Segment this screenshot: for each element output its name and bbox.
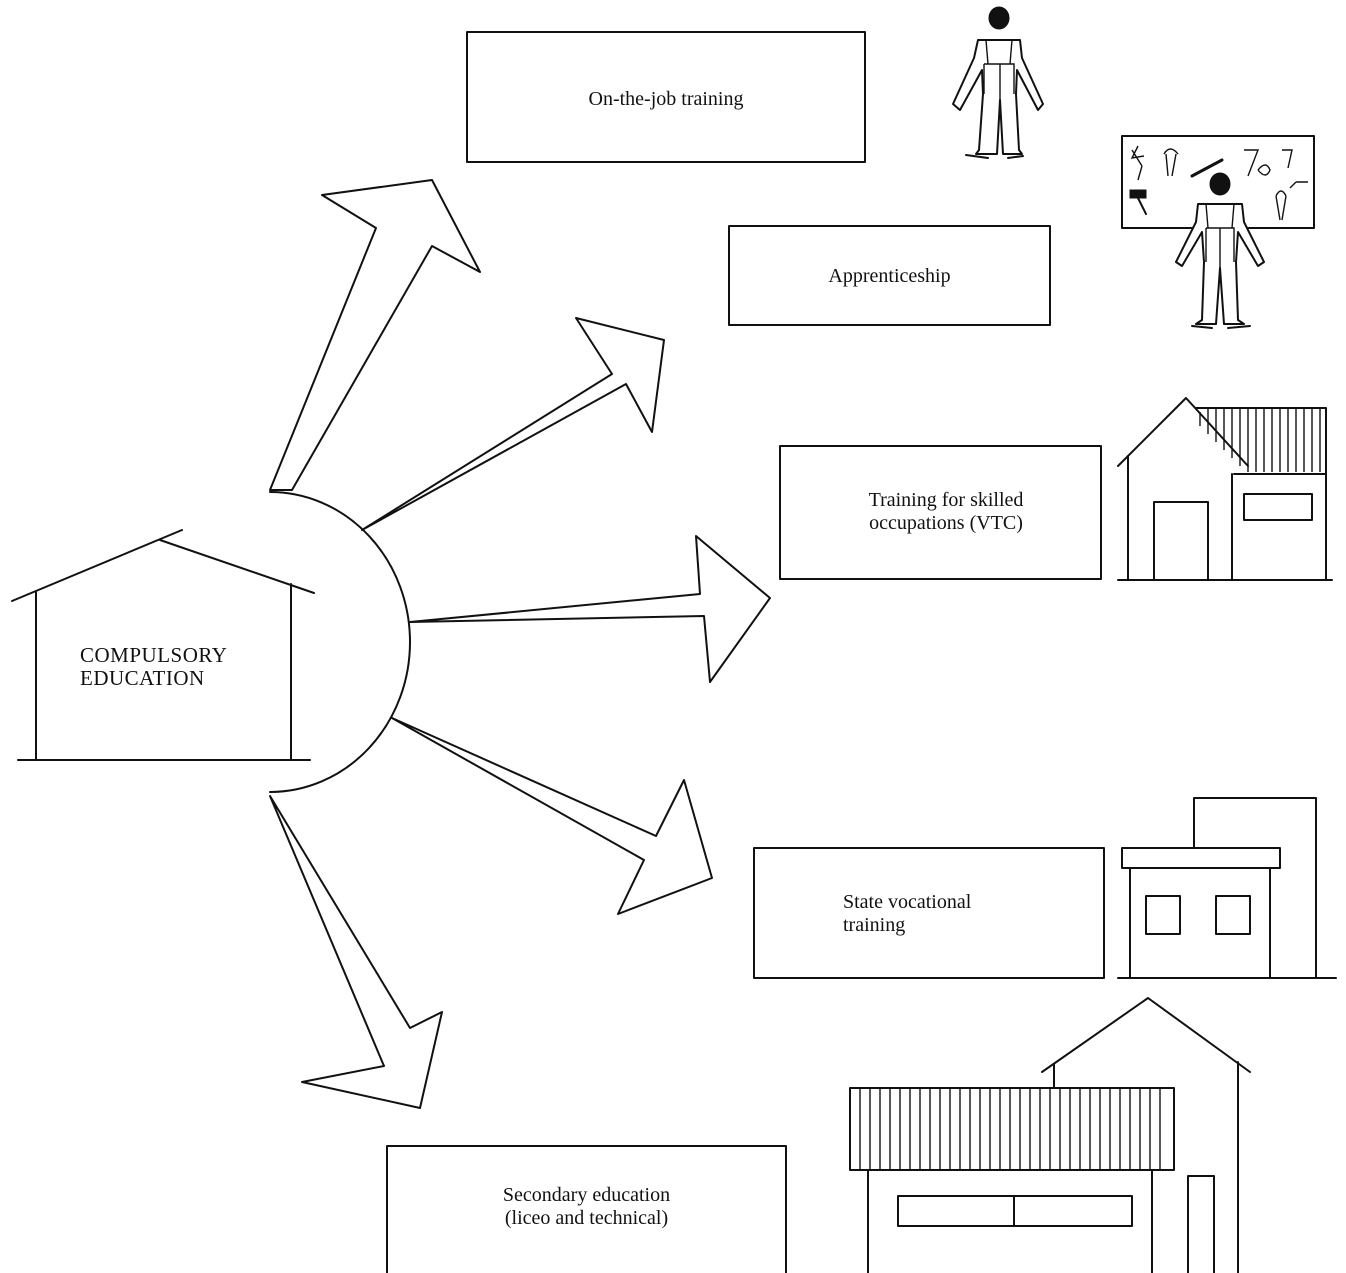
secondary-school-building-icon xyxy=(849,997,1251,1273)
arrow-to-on-the-job xyxy=(269,179,481,491)
compulsory-education-label: COMPULSORY EDUCATION xyxy=(80,643,228,690)
arrow-to-state-vocational xyxy=(391,717,713,915)
arrow-to-secondary xyxy=(269,795,443,1109)
state-vocational-building-icon xyxy=(1117,797,1337,979)
worker-icon xyxy=(952,6,1044,159)
vtc-box xyxy=(779,445,1102,580)
state-vocational-box xyxy=(753,847,1105,979)
apprenticeship-box xyxy=(728,225,1051,326)
apprenticeship-label: Apprenticeship xyxy=(828,265,951,287)
compulsory-education-house xyxy=(11,529,315,761)
secondary-box xyxy=(386,1145,787,1273)
arrow-to-vtc xyxy=(409,535,771,683)
hub-semicircle xyxy=(269,491,411,793)
on-the-job-label: On-the-job training xyxy=(588,88,744,110)
vtc-building-icon xyxy=(1117,397,1333,581)
secondary-label: Secondary education (liceo and technical… xyxy=(502,1184,671,1229)
vtc-label: Training for skilled occupations (VTC) xyxy=(868,489,1024,534)
worker-icon xyxy=(1175,172,1265,329)
state-vocational-label: State vocational training xyxy=(843,891,972,936)
on-the-job-box xyxy=(466,31,866,163)
arrow-to-apprenticeship xyxy=(361,317,665,531)
